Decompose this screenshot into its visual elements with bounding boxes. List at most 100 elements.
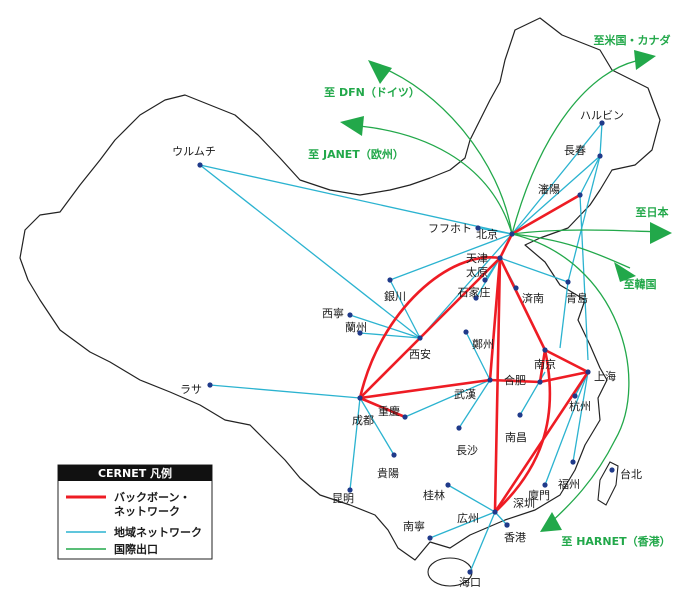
intl-label-harnet: 至 HARNET（香港）	[561, 534, 670, 548]
city-label-hongkong: 香港	[504, 531, 526, 544]
arrow-icon	[650, 222, 672, 244]
arrow-icon	[614, 262, 636, 282]
city-label-shenyang: 瀋陽	[538, 182, 560, 196]
city-dot-lhasa	[207, 382, 213, 388]
legend-label-international: 国際出口	[114, 542, 158, 556]
city-label-guangzhou: 広州	[457, 512, 479, 525]
city-dot-nanning	[427, 535, 433, 541]
city-label-wuhan: 武漢	[454, 388, 476, 401]
city-label-taiyuan: 太原	[466, 266, 488, 279]
city-dot-zhengzhou	[463, 329, 469, 335]
city-dot-xiamen	[542, 482, 548, 488]
city-label-lanzhou: 蘭州	[345, 321, 367, 334]
city-label-haikou: 海口	[459, 575, 481, 589]
city-dot-kunming	[347, 487, 353, 493]
city-dot-taipei	[609, 467, 615, 473]
city-dot-haikou	[467, 569, 473, 575]
city-label-shanghai: 上海	[594, 369, 616, 383]
legend-title: CERNET 凡例	[98, 466, 172, 480]
city-dot-shanghai	[585, 369, 591, 375]
city-label-zhengzhou: 鄭州	[472, 337, 494, 351]
city-dot-hefei	[537, 379, 543, 385]
intl-label-janet: 至 JANET（欧州）	[308, 147, 404, 161]
city-dot-wuhan	[487, 377, 493, 383]
city-dot-xian	[417, 335, 423, 341]
city-label-shenzhen: 深圳	[513, 497, 535, 510]
city-label-yinchuan: 銀川	[384, 289, 406, 303]
city-label-tianjin: 天津	[466, 252, 488, 265]
city-dot-xining	[347, 312, 353, 318]
city-dot-guiyang	[391, 452, 397, 458]
city-label-chongqing: 重慶	[378, 404, 400, 418]
city-label-fuzhou: 福州	[558, 477, 580, 491]
city-dot-nanjing	[542, 347, 548, 353]
city-dot-hohhot	[475, 225, 481, 231]
city-dot-yinchuan	[387, 277, 393, 283]
city-dot-beijing	[509, 231, 515, 237]
city-dot-urumqi	[197, 162, 203, 168]
arrow-icon	[368, 60, 392, 84]
city-label-hangzhou: 杭州	[569, 399, 591, 413]
city-label-changchun: 長春	[564, 144, 586, 157]
city-dot-guangzhou	[492, 509, 498, 515]
backbone-links	[358, 193, 590, 514]
city-label-changsha: 長沙	[456, 444, 478, 457]
city-dot-shijiazhuang	[473, 295, 479, 301]
legend: CERNET 凡例 バックボーン・ ネットワーク 地域ネットワーク 国際出口	[57, 464, 213, 560]
international-links	[347, 59, 661, 526]
city-dot-guilin	[445, 482, 451, 488]
arrow-icon	[634, 50, 656, 70]
city-dot-tianjin	[497, 255, 503, 261]
city-label-xining: 西寧	[322, 306, 344, 320]
city-label-guiyang: 貴陽	[377, 466, 399, 480]
city-dot-shenyang	[577, 192, 583, 198]
city-label-jinan: 済南	[522, 291, 544, 305]
arrow-icon	[540, 512, 562, 532]
city-dot-jinan	[513, 285, 519, 291]
city-label-hefei: 合肥	[504, 373, 526, 387]
city-label-qingdao: 青島	[566, 291, 588, 305]
city-dot-lanzhou	[357, 330, 363, 336]
city-dot-nanchang	[517, 412, 523, 418]
intl-label-japan: 至日本	[636, 205, 669, 219]
city-label-hohhot: フフホト	[428, 222, 472, 235]
legend-label-backbone-2: ネットワーク	[114, 505, 180, 518]
city-dot-changsha	[456, 425, 462, 431]
city-label-beijing: 北京	[476, 227, 498, 241]
city-label-shijiazhuang: 石家庄	[458, 285, 491, 299]
city-label-kunming: 昆明	[332, 492, 354, 505]
intl-label-us: 至米国・カナダ	[594, 33, 671, 47]
legend-label-regional: 地域ネットワーク	[114, 525, 202, 539]
legend-header	[58, 465, 212, 481]
arrowheads	[340, 50, 672, 532]
city-label-nanchang: 南昌	[505, 431, 527, 444]
city-dot-taiyuan	[482, 277, 488, 283]
city-label-lhasa: ラサ	[180, 383, 202, 396]
arrow-icon	[340, 116, 364, 136]
city-dot-chongqing	[402, 414, 408, 420]
city-dot-chengdu	[357, 395, 363, 401]
intl-label-korea: 至韓国	[624, 277, 657, 291]
city-label-chengdu: 成都	[352, 414, 374, 427]
city-label-taipei: 台北	[620, 467, 642, 481]
city-dot-fuzhou	[570, 459, 576, 465]
city-dot-changchun	[597, 153, 603, 159]
intl-label-dfn: 至 DFN（ドイツ）	[324, 86, 420, 99]
city-label-harbin: ハルビン	[580, 109, 624, 122]
city-label-nanjing: 南京	[534, 357, 556, 371]
city-dot-hongkong	[504, 522, 510, 528]
legend-label-backbone-1: バックボーン・	[114, 490, 190, 504]
city-label-guilin: 桂林	[423, 488, 445, 502]
city-label-xiamen: 廈門	[528, 488, 550, 502]
city-label-xian: 西安	[409, 347, 431, 361]
city-dot-harbin	[599, 120, 605, 126]
city-label-urumqi: ウルムチ	[172, 145, 216, 158]
taiwan-island	[597, 461, 619, 506]
city-dot-hangzhou	[572, 393, 578, 399]
city-dot-qingdao	[565, 279, 571, 285]
city-label-nanning: 南寧	[403, 519, 425, 533]
